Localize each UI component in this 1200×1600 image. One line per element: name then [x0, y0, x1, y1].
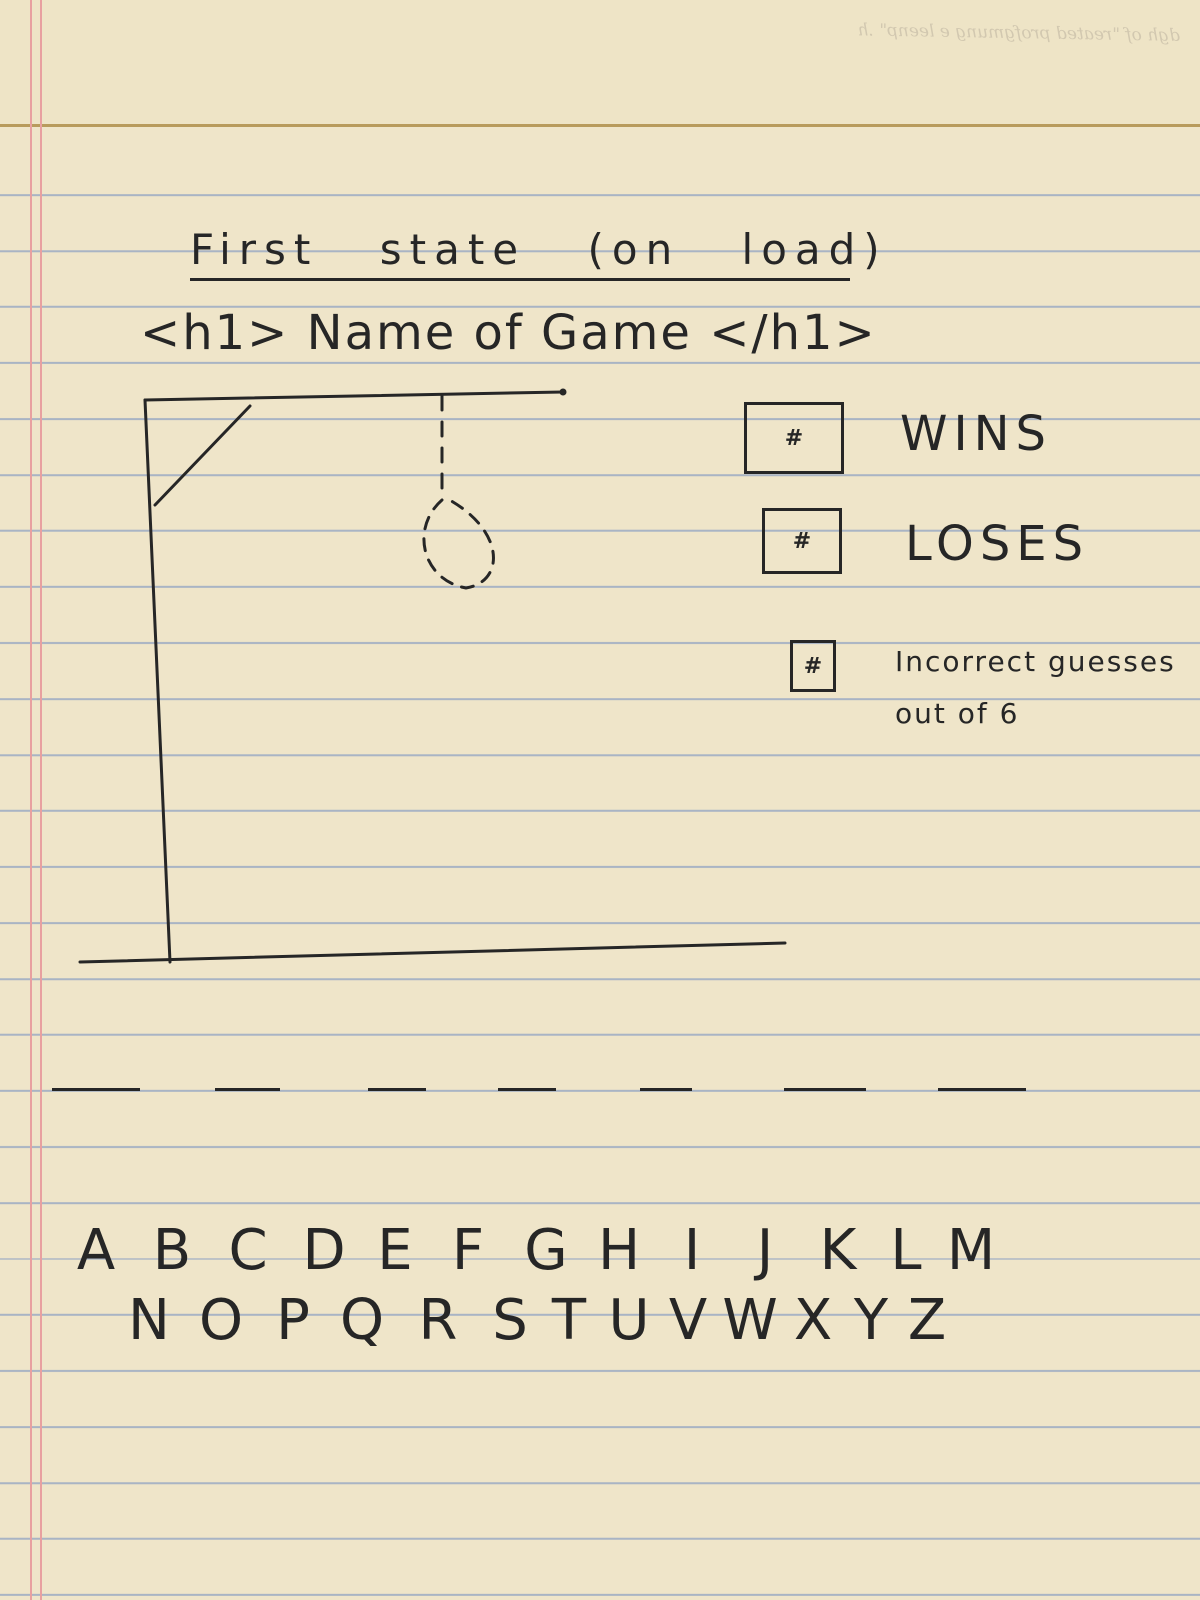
letter-x-button[interactable]: X — [793, 1288, 837, 1353]
loses-label: LOSES — [905, 516, 1090, 572]
wins-label: WINS — [900, 406, 1052, 462]
letter-i-button[interactable]: I — [683, 1218, 705, 1283]
alphabet-row-1: A B C D E F G H I J K L M — [60, 1218, 1008, 1283]
letter-r-button[interactable]: R — [418, 1288, 462, 1353]
notepad-top-band: dgh of "reated profgmung e leenp" .h — [0, 0, 1200, 127]
letter-w-button[interactable]: W — [722, 1288, 782, 1353]
alphabet-row-2: N O P Q R S T U V W X Y Z — [115, 1288, 957, 1353]
letter-y-button[interactable]: Y — [853, 1288, 893, 1353]
gallows-noose — [422, 496, 495, 590]
gallows-base — [78, 941, 787, 964]
word-blank — [938, 1088, 1026, 1091]
letter-k-button[interactable]: K — [819, 1218, 861, 1283]
margin-line — [30, 0, 32, 1600]
letter-t-button[interactable]: T — [551, 1288, 591, 1353]
letter-s-button[interactable]: S — [492, 1288, 532, 1353]
letter-j-button[interactable]: J — [756, 1218, 778, 1283]
letter-v-button[interactable]: V — [668, 1288, 712, 1353]
word-blank — [52, 1088, 140, 1091]
letter-u-button[interactable]: U — [608, 1288, 654, 1353]
letter-e-button[interactable]: E — [377, 1218, 417, 1283]
word-blank — [368, 1088, 426, 1091]
letter-m-button[interactable]: M — [946, 1218, 1000, 1283]
letter-n-button[interactable]: N — [128, 1288, 174, 1353]
letter-a-button[interactable]: A — [76, 1218, 120, 1283]
gallows-top-beam — [143, 390, 565, 402]
word-blank — [498, 1088, 556, 1091]
gallows-brace — [153, 404, 252, 507]
word-blank — [640, 1088, 692, 1091]
word-blank — [784, 1088, 866, 1091]
letter-q-button[interactable]: Q — [339, 1288, 389, 1353]
letter-h-button[interactable]: H — [597, 1218, 645, 1283]
letter-l-button[interactable]: L — [890, 1218, 926, 1283]
letter-f-button[interactable]: F — [451, 1218, 489, 1283]
incorrect-guesses-counter: # — [790, 640, 836, 692]
gallows-post — [143, 398, 172, 964]
game-title: <h1> Name of Game </h1> — [140, 305, 877, 361]
word-blank — [215, 1088, 280, 1091]
beam-end-dot — [559, 388, 567, 396]
letter-g-button[interactable]: G — [524, 1218, 572, 1283]
letter-b-button[interactable]: B — [152, 1218, 196, 1283]
letter-d-button[interactable]: D — [302, 1218, 350, 1283]
margin-line — [40, 0, 42, 1600]
incorrect-guesses-line2: out of 6 — [895, 697, 1020, 730]
letter-z-button[interactable]: Z — [907, 1288, 951, 1353]
sketch-subtitle: First state (on load) — [190, 225, 880, 281]
incorrect-guesses-label: Incorrect guesses out of 6 — [895, 636, 1176, 740]
incorrect-guesses-line1: Incorrect guesses — [895, 645, 1176, 678]
wins-counter: # — [744, 402, 844, 474]
letter-o-button[interactable]: O — [198, 1288, 248, 1353]
loses-counter: # — [762, 508, 842, 574]
letter-c-button[interactable]: C — [228, 1218, 272, 1283]
letter-p-button[interactable]: P — [276, 1288, 314, 1353]
